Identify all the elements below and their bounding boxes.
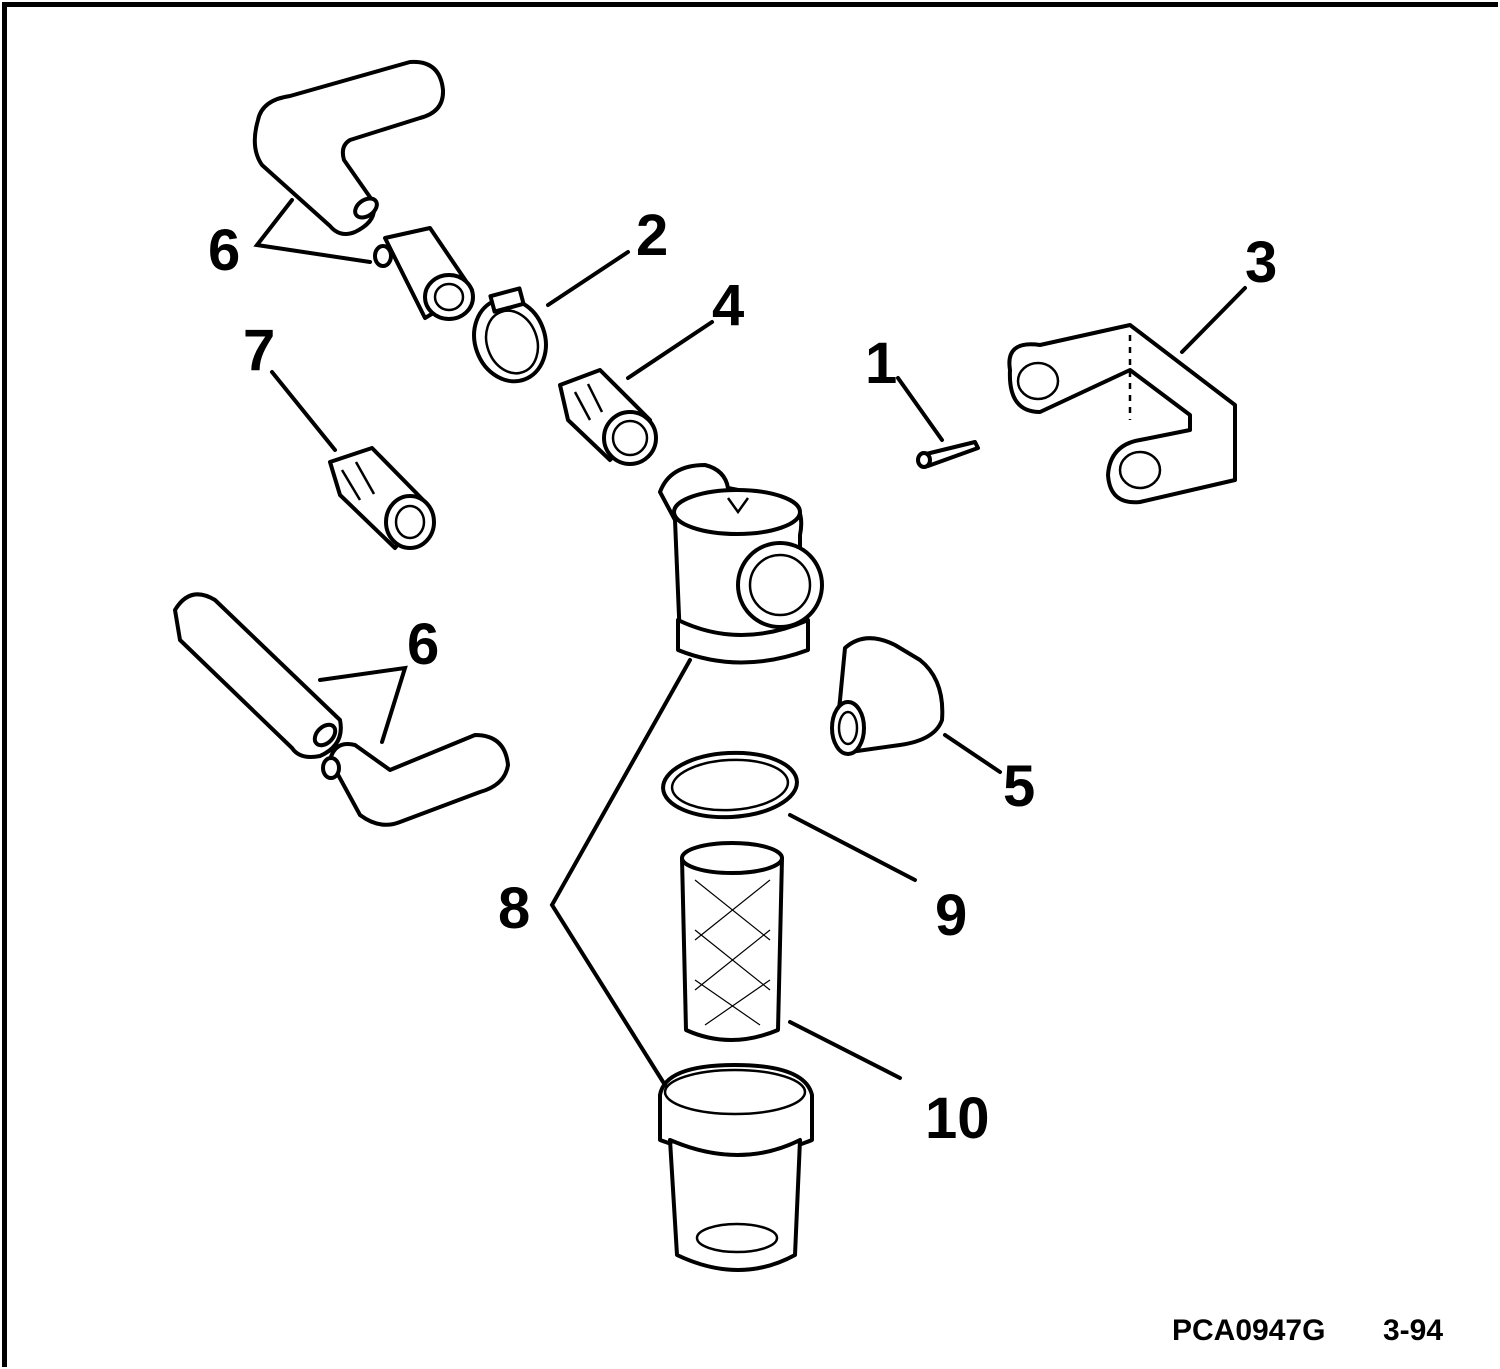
part-3-mounting-bracket [1007, 323, 1237, 505]
callout-2: 2 [636, 203, 668, 268]
part-6-upper-short-hose [373, 226, 475, 321]
part-1-screw [916, 440, 980, 469]
part-6-lower-elbow-hose [321, 733, 510, 827]
leader-lines [253, 198, 1247, 1087]
strainer-bowl [658, 1063, 814, 1272]
callout-5: 5 [1003, 754, 1035, 819]
part-7-barbed-fitting [328, 446, 436, 550]
figure-date: 3-94 [1383, 1314, 1443, 1347]
callout-1: 1 [865, 331, 897, 396]
callout-labels: 3 1 2 4 6 7 6 5 9 8 10 [208, 203, 1277, 1151]
part-4-threaded-fitting [558, 368, 658, 466]
callout-3: 3 [1245, 230, 1277, 295]
part-10-strainer-screen [680, 841, 784, 1042]
callout-6-lower: 6 [407, 612, 439, 677]
callout-6-upper: 6 [208, 218, 240, 283]
strainer-body [658, 463, 824, 665]
figure-code: PCA0947G [1172, 1314, 1325, 1347]
callout-4: 4 [712, 273, 744, 338]
callout-10: 10 [925, 1086, 990, 1151]
part-5-elbow-fitting [830, 636, 945, 756]
callout-7: 7 [243, 318, 275, 383]
callout-9: 9 [935, 883, 967, 948]
part-9-o-ring [661, 750, 799, 820]
part-6-lower-straight-hose [173, 592, 343, 759]
callout-8: 8 [498, 876, 530, 941]
part-2-hose-clamp [472, 286, 548, 384]
part-6-upper-elbow-hose [252, 59, 446, 236]
